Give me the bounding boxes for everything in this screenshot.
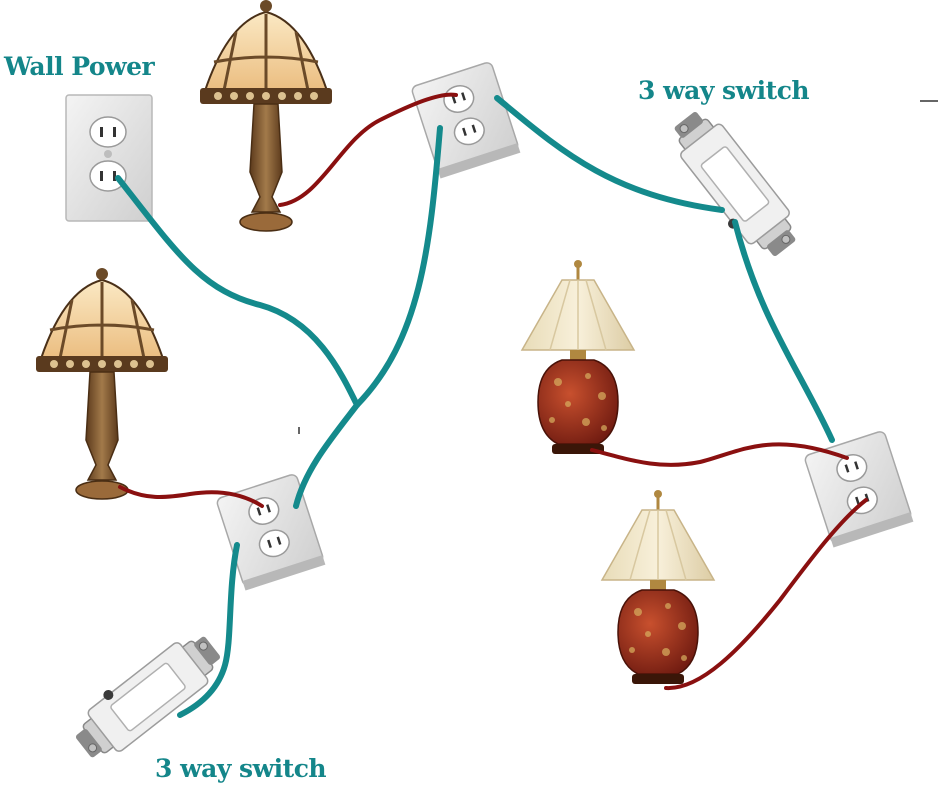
ginger-jar-lamp-icon — [600, 488, 716, 686]
wall-power-label: Wall Power — [4, 52, 155, 81]
outlet-icon — [410, 60, 522, 180]
tiffany-lamp-icon — [198, 0, 334, 233]
tiffany-lamp-icon — [34, 266, 170, 501]
switch-top-label: 3 way switch — [638, 76, 810, 105]
ginger-jar-lamp-icon — [520, 258, 636, 456]
switch-bottom-label: 3 way switch — [155, 754, 327, 783]
power-cables — [115, 95, 835, 718]
three-way-switch-icon — [659, 102, 807, 269]
lamp-cords — [118, 92, 868, 691]
